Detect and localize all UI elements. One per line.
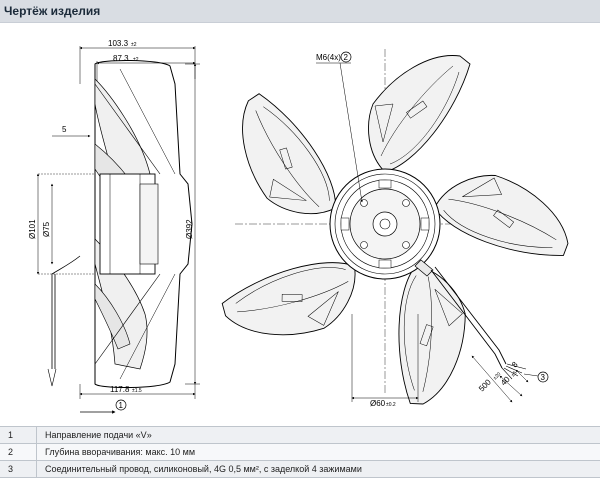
technical-drawing: 103.3 ±2 87.3 ±2 5 Ø101 Ø75 — [0, 24, 600, 419]
callout-3-label: 3 — [541, 373, 546, 382]
side-view: 103.3 ±2 87.3 ±2 5 Ø101 Ø75 — [28, 39, 200, 414]
dim-depth-117-tol: ±1.5 — [132, 388, 142, 394]
dim-wire-40-tol: ±5 — [510, 370, 518, 378]
dim-depth-87-tol: ±2 — [133, 57, 139, 63]
page-title: Чертёж изделия — [4, 4, 101, 18]
legend-num: 3 — [8, 464, 14, 474]
legend-text: Соединительный провод, силиконовый, 4G 0… — [36, 461, 600, 477]
legend-num: 1 — [8, 430, 14, 440]
dim-dia-101: Ø101 — [28, 219, 37, 239]
dim-wire-8: 8 — [510, 360, 520, 370]
legend-table: 1 Направление подачи «V» 2 Глубина ввора… — [0, 426, 600, 478]
dim-dia-75: Ø75 — [42, 221, 51, 237]
dim-wire-500-tol: ±20 — [492, 371, 502, 381]
legend-row: 3 Соединительный провод, силиконовый, 4G… — [0, 461, 600, 478]
legend-row: 2 Глубина вворачивания: макс. 10 мм — [0, 444, 600, 461]
dim-offset-5: 5 — [62, 125, 67, 134]
dim-thread: M6(4x) — [316, 53, 341, 62]
callout-2-circle — [340, 51, 352, 63]
dim-total-depth: 103.3 — [108, 39, 129, 48]
legend-row: 1 Направление подачи «V» — [0, 427, 600, 444]
dim-depth-117: 117.8 — [110, 385, 130, 394]
dim-depth-87: 87.3 — [113, 54, 129, 63]
callout-3-circle — [537, 371, 549, 383]
dim-wire-500: 500 — [477, 377, 493, 393]
drawing-svg: 103.3 ±2 87.3 ±2 5 Ø101 Ø75 — [28, 39, 572, 414]
dim-total-depth-tol: ±2 — [131, 42, 137, 48]
callout-1-circle — [115, 399, 127, 411]
dim-bolt-circle: Ø60 — [370, 399, 386, 408]
callout-1-label: 1 — [119, 401, 124, 410]
legend-text: Направление подачи «V» — [36, 427, 600, 443]
callout-2-label: 2 — [344, 53, 349, 62]
legend-num: 2 — [8, 447, 14, 457]
dim-bolt-circle-tol: ±0.2 — [386, 402, 396, 408]
dim-dia-392: Ø392 — [185, 219, 194, 239]
legend-text: Глубина вворачивания: макс. 10 мм — [36, 444, 600, 460]
header-bar: Чертёж изделия — [0, 0, 600, 23]
front-view: M6(4x) 2 Ø60 ±0.2 500 ±20 40 ±5 8 — [216, 49, 572, 411]
